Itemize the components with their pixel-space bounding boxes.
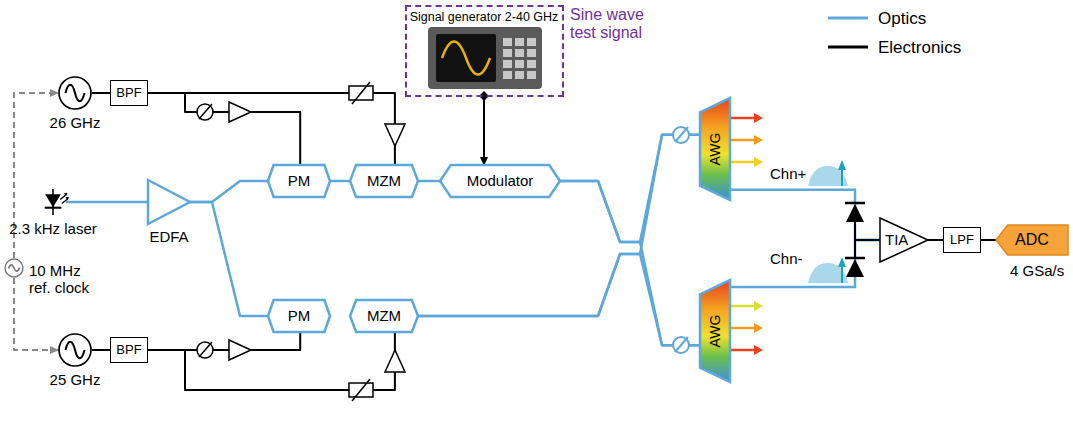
legend-text: Optics	[878, 9, 926, 29]
annotation: Sine wave test signal	[570, 6, 670, 43]
bandpass-filter: BPF	[110, 337, 148, 363]
node-label: PM	[288, 172, 311, 189]
connector	[418, 135, 700, 316]
connector	[981, 239, 996, 241]
awg-demultiplexer: AWG	[700, 280, 730, 382]
connector	[148, 332, 300, 350]
attenuator-symbol	[349, 82, 373, 401]
phase-shifter	[197, 104, 213, 358]
node-outline	[148, 180, 190, 224]
legend-sample	[828, 17, 868, 20]
node-label: LPF	[950, 233, 974, 248]
legend-samples	[828, 18, 868, 47]
connector	[730, 240, 880, 287]
laser-source: 2.3 kHz laser	[40, 188, 66, 216]
node-label: AWG	[707, 315, 723, 348]
node-label: EDFA	[149, 228, 188, 245]
node-label: 25 GHz	[50, 371, 101, 388]
connector	[928, 239, 943, 241]
sample-rate: 4 GSa/s	[1010, 262, 1064, 279]
legend-sample	[828, 46, 868, 49]
connector	[560, 181, 700, 345]
adc-converter: ADC	[996, 225, 1068, 255]
connector	[418, 180, 440, 183]
connector	[330, 180, 350, 183]
node-outline	[40, 188, 66, 216]
node-label: Signal generator 2-40 GHz	[410, 10, 559, 24]
mach-zehnder-modulator: MZM	[350, 165, 418, 197]
node-label: 2.3 kHz laser	[9, 220, 97, 237]
awg-demultiplexer: AWG	[700, 98, 730, 200]
legend-text: Electronics	[878, 38, 961, 58]
node-label: AWG	[707, 133, 723, 166]
connector	[148, 93, 395, 165]
connector	[560, 135, 700, 242]
modulator: Modulator	[440, 165, 560, 197]
phase-modulator: PM	[268, 165, 330, 197]
node-label: Modulator	[467, 172, 534, 189]
reference-clock: 10 MHz ref. clock	[4, 258, 24, 278]
node-label: PM	[288, 307, 311, 324]
connector	[66, 201, 148, 204]
connector	[92, 349, 110, 351]
lowpass-filter: LPF	[943, 227, 981, 253]
channel-label: Chn-	[770, 250, 803, 267]
node-label: ADC	[1015, 231, 1049, 249]
node-label: BPF	[116, 86, 141, 101]
mach-zehnder-modulator: MZM	[350, 300, 418, 332]
phase-modulator: PM	[268, 300, 330, 332]
bandpass-filter: BPF	[110, 80, 148, 106]
transimpedance-amplifier: TIA	[880, 218, 928, 262]
edfa-amplifier: EDFA	[148, 180, 190, 224]
connector	[190, 181, 268, 202]
node-label: BPF	[116, 343, 141, 358]
optical-phase-shifter	[673, 127, 689, 353]
connector	[148, 332, 395, 390]
node-label: MZM	[367, 172, 401, 189]
channel-spectrum	[808, 160, 848, 283]
node-label: MZM	[367, 307, 401, 324]
channel-label: Chn+	[770, 165, 806, 182]
connector	[148, 93, 300, 165]
node-label: 26 GHz	[50, 114, 101, 131]
oscillator: 26 GHz	[58, 76, 92, 110]
node-outline	[4, 258, 24, 278]
node-label: 10 MHz ref. clock	[29, 262, 101, 297]
oscillator: 25 GHz	[58, 333, 92, 367]
generator-device	[428, 27, 542, 89]
photodiode	[845, 203, 880, 277]
connector	[92, 92, 110, 94]
connector	[190, 202, 268, 316]
node-label: TIA	[885, 231, 908, 248]
node-outline	[58, 333, 92, 367]
awg-outputs	[731, 113, 763, 355]
signal-generator-box: Signal generator 2-40 GHz	[405, 5, 564, 97]
connector	[418, 254, 700, 345]
connector	[730, 190, 880, 240]
node-outline	[58, 76, 92, 110]
connector	[483, 97, 485, 165]
